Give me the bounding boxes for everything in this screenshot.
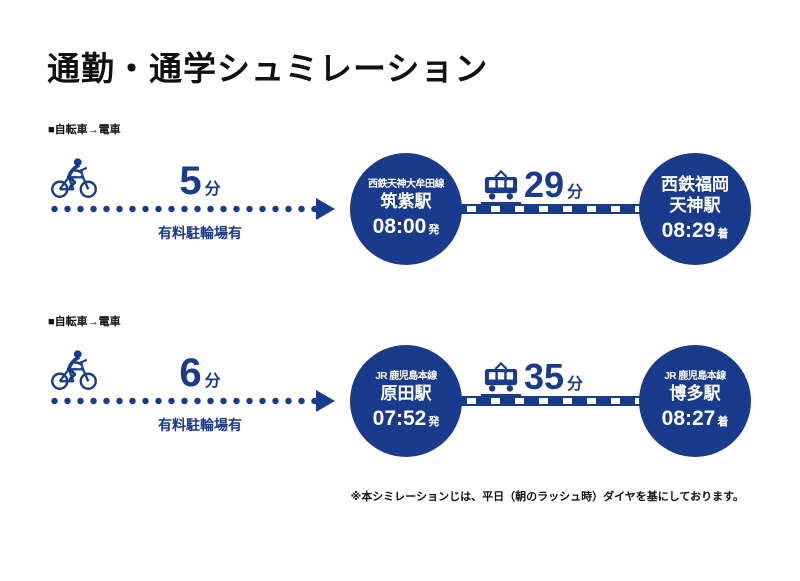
arrow-right-icon <box>316 390 335 412</box>
arrive-station-name: 西鉄福岡 <box>661 174 729 194</box>
depart-time-suffix: 発 <box>428 415 440 428</box>
bike-dotted-path <box>48 205 316 213</box>
ride-minutes-value: 35 <box>524 356 565 397</box>
footnote: ※本シミレーションじは、平日（朝のラッシュ時）ダイヤを基にしております。 <box>350 491 744 503</box>
depart-station-name: 原田駅 <box>380 383 432 403</box>
train-icon <box>480 361 522 403</box>
arrow-right-icon <box>316 198 335 220</box>
railway-line <box>452 204 645 214</box>
arrive-station-name: 博多駅 <box>669 383 721 403</box>
arrive-line-name: JR 鹿児島本線 <box>664 370 726 382</box>
bike-minutes-unit: 分 <box>204 373 221 390</box>
arrive-station-name-2: 天神駅 <box>669 195 721 215</box>
bike-minutes-value: 5 <box>179 159 202 203</box>
mode-label: ■自転車→電車 <box>48 124 121 136</box>
arrive-time-value: 08:27 <box>661 406 716 430</box>
parking-note: 有料駐輪場有 <box>158 417 242 433</box>
mode-label: ■自転車→電車 <box>48 316 121 328</box>
arrive-time-suffix: 着 <box>717 228 729 241</box>
parking-note: 有料駐輪場有 <box>158 225 242 241</box>
train-icon <box>480 169 522 211</box>
depart-station-name: 筑紫駅 <box>380 191 432 211</box>
depart-line-name: 西鉄天神大牟田線 <box>368 178 445 190</box>
depart-line-name: JR 鹿児島本線 <box>375 370 437 382</box>
depart-time-value: 07:52 <box>372 406 427 430</box>
arrive-time-suffix: 着 <box>717 415 729 428</box>
depart-time-value: 08:00 <box>372 214 427 238</box>
arrive-time-value: 08:29 <box>661 219 716 243</box>
bike-minutes-value: 6 <box>179 351 202 395</box>
railway-line <box>452 396 645 406</box>
bike-minutes-unit: 分 <box>204 181 221 198</box>
page-title: 通勤・通学シュミレーション <box>47 50 489 87</box>
ride-minutes-value: 29 <box>524 164 565 205</box>
ride-minutes-unit: 分 <box>567 184 584 201</box>
bicycle-icon <box>50 157 98 204</box>
ride-minutes-unit: 分 <box>567 376 584 393</box>
bicycle-icon <box>50 349 98 396</box>
depart-time-suffix: 発 <box>428 223 440 236</box>
bike-dotted-path <box>48 397 316 405</box>
